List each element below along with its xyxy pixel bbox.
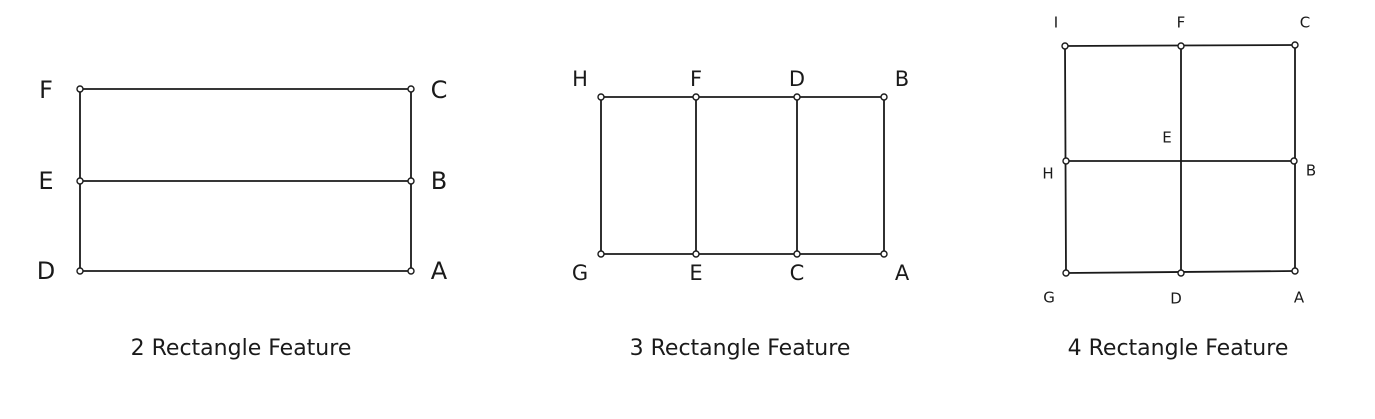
label-e: E <box>689 261 702 285</box>
vertex-h <box>597 93 605 101</box>
label-c: C <box>790 261 805 285</box>
label-i: I <box>1054 14 1058 32</box>
label-e: E <box>1162 129 1171 147</box>
label-d: D <box>1170 290 1182 308</box>
label-g: G <box>572 261 588 285</box>
label-g: G <box>1043 289 1055 307</box>
vertex-h <box>1062 157 1070 165</box>
vertex-e <box>76 177 84 185</box>
vertex-c <box>407 85 415 93</box>
label-d: D <box>789 67 805 91</box>
two-rectangle-feature: F C E B D A 2 Rectangle Feature <box>37 76 448 361</box>
label-c: C <box>431 76 448 104</box>
vertex-g <box>1062 269 1070 277</box>
vertex-f <box>76 85 84 93</box>
vertex-a <box>880 250 888 258</box>
label-h: H <box>572 67 588 91</box>
vertex-i <box>1061 42 1069 50</box>
vertex-c <box>1291 41 1299 49</box>
label-a: A <box>1294 289 1305 307</box>
vertex-d <box>76 267 84 275</box>
vertex-d <box>793 93 801 101</box>
caption-3-rectangle: 3 Rectangle Feature <box>630 336 851 361</box>
four-rectangle-feature: I F C E H B G D A 4 Rectangle Feature <box>1042 14 1316 362</box>
vertex-f <box>692 93 700 101</box>
three-rectangle-feature: H F D B G E C A 3 Rectangle Feature <box>572 67 910 361</box>
vertex-a <box>1291 267 1299 275</box>
label-f: F <box>1177 14 1186 32</box>
label-h: H <box>1042 165 1053 183</box>
label-b: B <box>431 167 447 195</box>
vertex-e <box>692 250 700 258</box>
vertex-d <box>1177 269 1185 277</box>
label-c: C <box>1300 14 1310 32</box>
vertex-c <box>793 250 801 258</box>
vertex-a <box>407 267 415 275</box>
vertex-b <box>407 177 415 185</box>
label-b: B <box>895 67 909 91</box>
caption-4-rectangle: 4 Rectangle Feature <box>1068 336 1289 361</box>
vertex-g <box>597 250 605 258</box>
caption-2-rectangle: 2 Rectangle Feature <box>131 336 352 361</box>
label-b: B <box>1306 162 1316 180</box>
label-a: A <box>895 261 910 285</box>
vertex-b <box>880 93 888 101</box>
vertex-f <box>1177 42 1185 50</box>
label-d: D <box>37 257 55 285</box>
vertex-b <box>1290 157 1298 165</box>
label-e: E <box>38 167 53 195</box>
label-a: A <box>431 257 448 285</box>
label-f: F <box>39 76 53 104</box>
label-f: F <box>690 67 702 91</box>
